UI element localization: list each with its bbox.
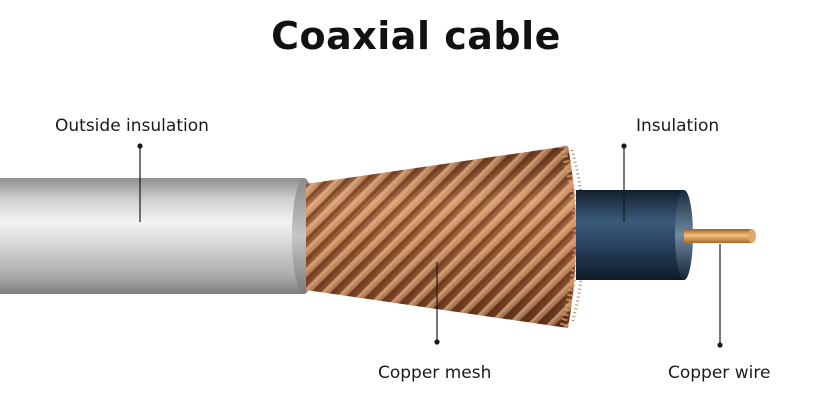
copper-mesh [306, 145, 586, 329]
outer-jacket [0, 178, 316, 294]
insulation [576, 190, 693, 280]
label-outside-insulation: Outside insulation [55, 116, 209, 136]
copper-wire [684, 229, 756, 243]
diagram-title: Coaxial cable [271, 14, 561, 58]
label-insulation: Insulation [636, 116, 720, 136]
label-copper-wire: Copper wire [668, 363, 771, 383]
leader-lines [137, 143, 723, 348]
label-copper-mesh: Copper mesh [378, 363, 492, 383]
